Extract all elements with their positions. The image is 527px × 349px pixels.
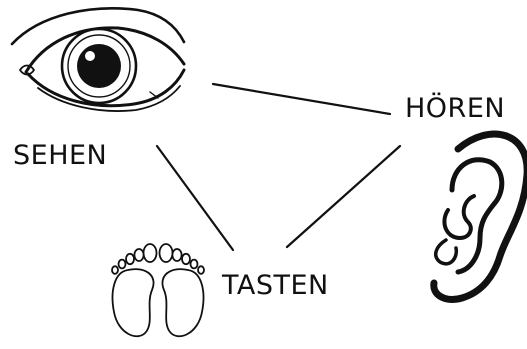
label-hoeren: HÖREN (405, 92, 505, 124)
connector-lines (157, 84, 400, 250)
line-sehen-tasten (157, 146, 233, 250)
line-hoeren-tasten (287, 146, 400, 247)
feet-icon (112, 244, 204, 336)
ear-icon (434, 134, 527, 299)
eye-icon (12, 8, 184, 111)
line-sehen-hoeren (213, 84, 390, 114)
label-tasten: TASTEN (221, 270, 329, 301)
label-sehen: SEHEN (13, 140, 107, 171)
